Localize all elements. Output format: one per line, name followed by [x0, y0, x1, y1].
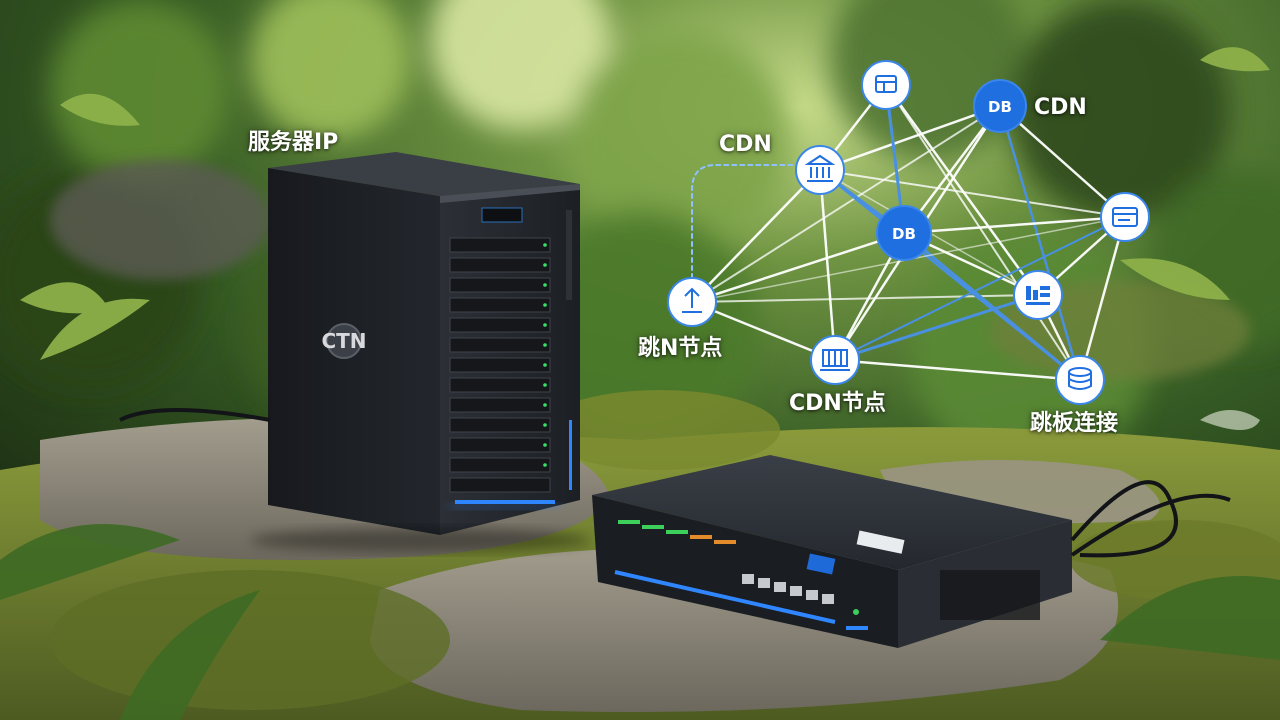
drive-leds — [543, 243, 547, 467]
window-node — [861, 60, 911, 110]
center-db-node: DB — [876, 205, 932, 261]
storage-node — [1100, 192, 1150, 242]
server-ip-label: 服务器IP — [248, 130, 339, 155]
cdn-building-node — [810, 335, 860, 385]
switch-ports — [742, 574, 834, 604]
svg-text:CTN: CTN — [321, 329, 366, 353]
foreground-plants — [0, 47, 1280, 720]
tower-logo: CTN — [321, 323, 367, 359]
hop-node — [667, 277, 717, 327]
drive-bays — [449, 237, 551, 493]
jump-node — [1055, 355, 1105, 405]
network-switch — [592, 455, 1072, 648]
upload-icon — [682, 287, 702, 313]
bank-icon — [804, 154, 836, 182]
database-icon: DB — [988, 98, 1012, 116]
bank-node — [795, 145, 845, 195]
database-icon: DB — [892, 225, 916, 243]
cdn-label-left: CDN — [719, 132, 772, 157]
archive-icon — [1026, 286, 1050, 305]
window-icon — [875, 75, 897, 93]
database-icon — [1068, 367, 1092, 390]
building-icon — [820, 349, 850, 371]
jump-connection-label: 跳板连接 — [1030, 411, 1119, 436]
cdn-label-top-right: CDN — [1034, 95, 1087, 120]
tower-server: CTN — [250, 152, 590, 552]
cdn-node-label: CDN节点 — [789, 391, 886, 416]
hop-node-label: 跳N节点 — [638, 336, 723, 361]
archive-node — [1013, 270, 1063, 320]
network-graph: DB DB — [667, 60, 1150, 405]
cables — [119, 408, 1231, 558]
cdn-db-node-top: DB — [973, 79, 1027, 133]
storage-icon — [1112, 207, 1138, 227]
